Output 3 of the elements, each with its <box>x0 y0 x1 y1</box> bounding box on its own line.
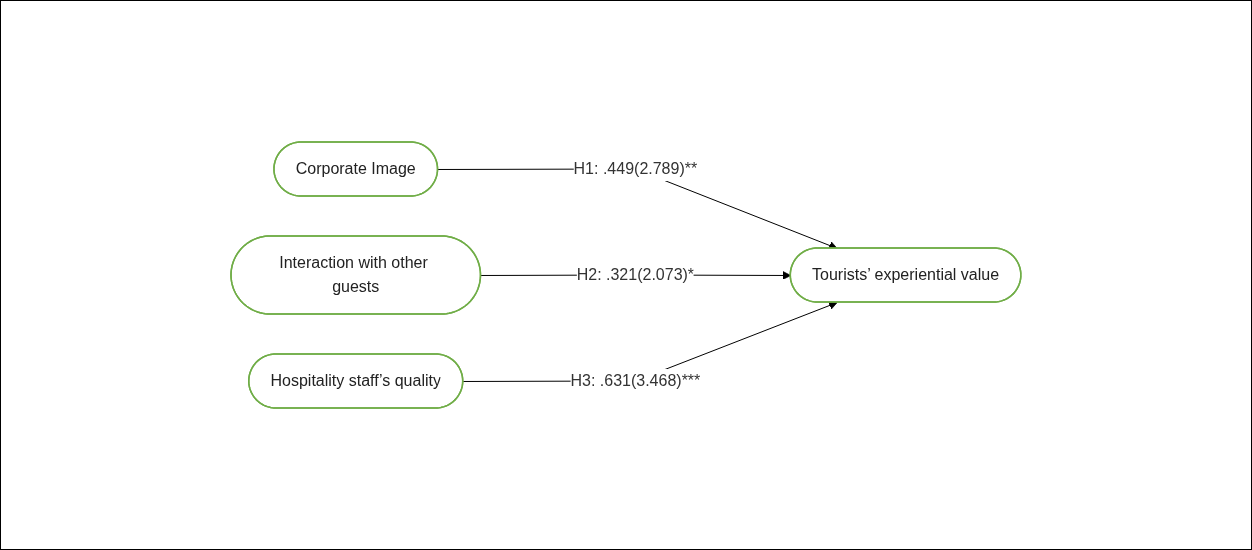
edge-label: H2: .321(2.073)* <box>576 265 695 283</box>
edge-label: H3: .631(3.468)*** <box>570 371 701 389</box>
edge-label: H1: .449(2.789)** <box>573 160 698 177</box>
